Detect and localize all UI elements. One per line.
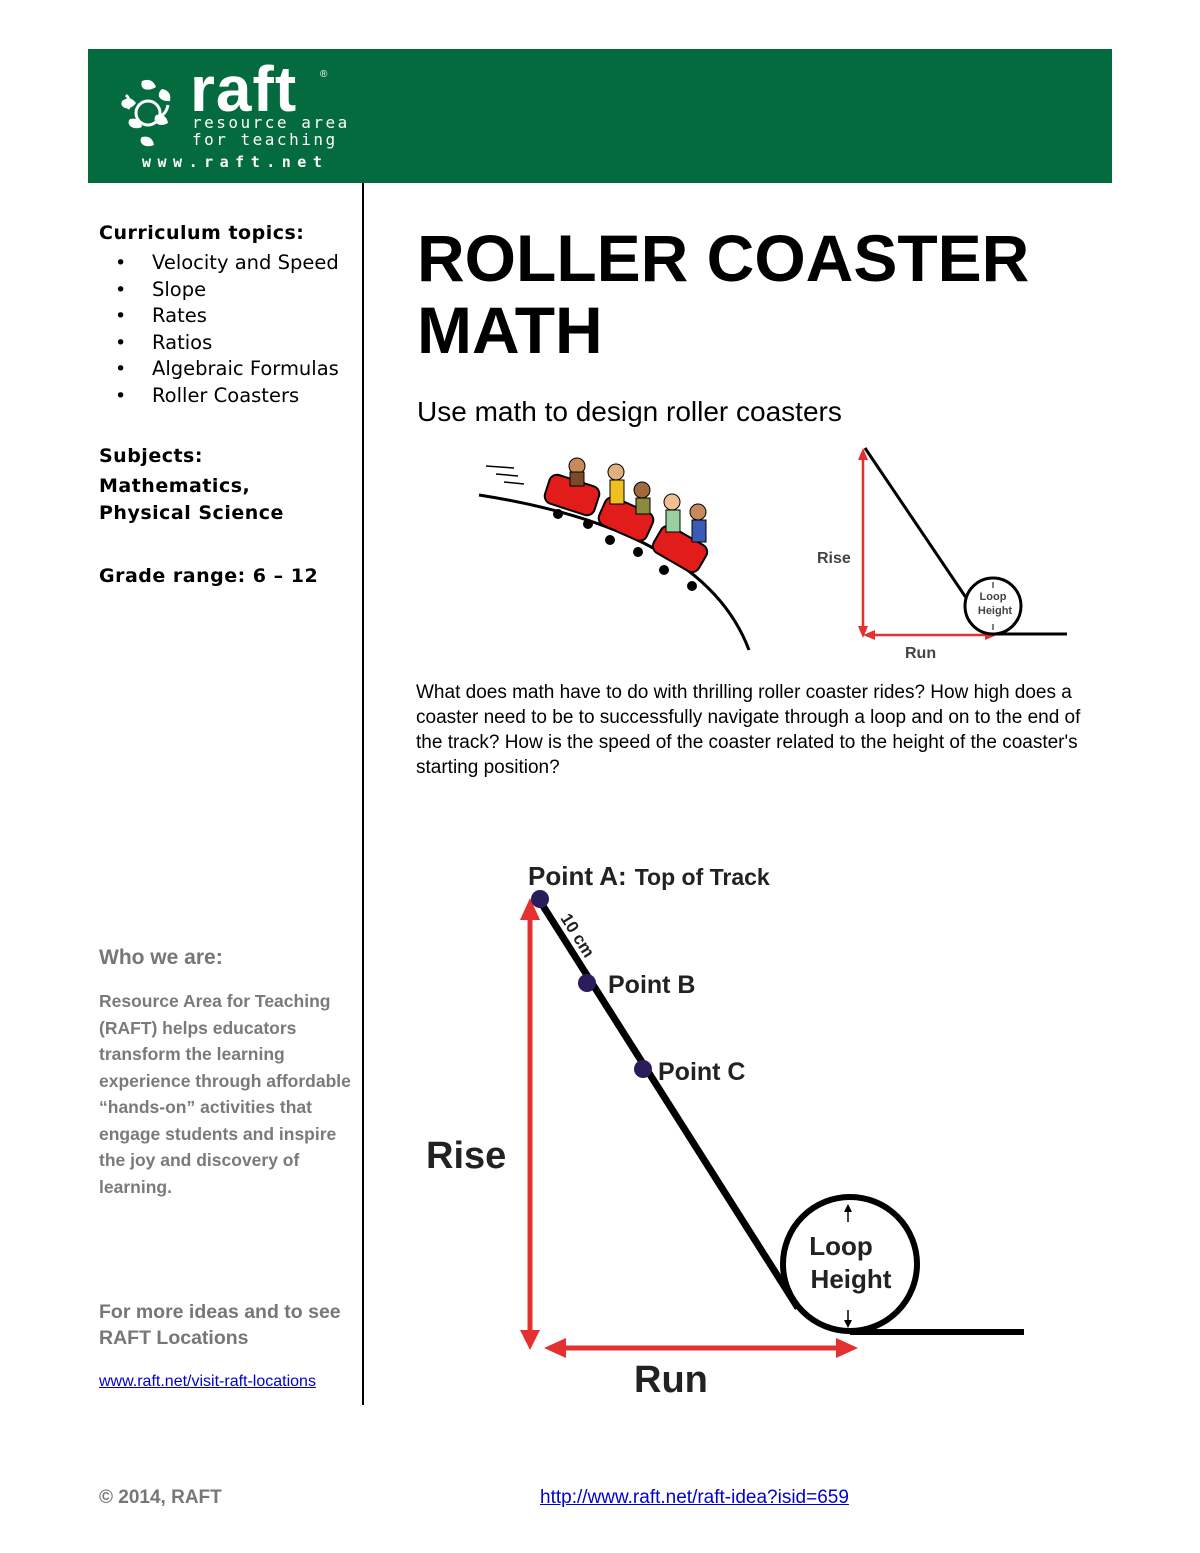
small-loop-label-1: Loop (980, 591, 1007, 603)
topic-item: Velocity and Speed (99, 250, 351, 277)
big-loop-label-2: Height (811, 1264, 892, 1294)
big-loop-label-1: Loop (809, 1231, 873, 1261)
point-a-label: Point A: Top of Track (528, 861, 770, 891)
topic-item: Rates (99, 303, 351, 330)
point-a-label-rest: Top of Track (635, 864, 770, 890)
page-subtitle: Use math to design roller coasters (417, 396, 842, 427)
registered-mark: ® (320, 69, 328, 80)
big-slope-track (535, 896, 801, 1310)
coaster-car-2 (597, 463, 655, 557)
grade-range: Grade range: 6 – 12 (99, 565, 319, 587)
coaster-car-3 (651, 493, 709, 591)
idea-url-link[interactable]: http://www.raft.net/raft-idea?isid=659 (540, 1487, 849, 1508)
intro-paragraph: What does math have to do with thrilling… (416, 682, 1081, 778)
big-rise-label: Rise (426, 1135, 506, 1177)
topics-heading: Curriculum topics: (99, 222, 305, 244)
point-a-label-bold: Point A: (528, 861, 627, 891)
title-line-1: ROLLER COASTER (417, 221, 1030, 295)
title-line-2: MATH (417, 293, 603, 367)
small-slope-diagram: Rise Run Loop Height (817, 447, 1067, 662)
point-b-marker (578, 974, 596, 992)
slope-track (863, 447, 975, 609)
logo-wordmark: raft (190, 53, 298, 125)
who-text: Resource Area for Teaching (RAFT) helps … (99, 991, 351, 1197)
roller-coaster-cartoon (478, 457, 751, 651)
topic-item: Roller Coasters (99, 383, 351, 410)
small-rise-label: Rise (817, 550, 851, 567)
page-title: ROLLER COASTER MATH (417, 222, 1029, 366)
topic-item: Ratios (99, 330, 351, 357)
speed-lines-icon (485, 465, 525, 485)
big-run-label: Run (634, 1359, 708, 1401)
point-c-marker (634, 1060, 652, 1078)
point-b-label: Point B (608, 971, 696, 999)
copyright: © 2014, RAFT (99, 1487, 222, 1508)
header-banner: raft ® resource area for teaching www.ra… (88, 49, 1112, 183)
logo-tagline-1: resource area (192, 113, 350, 132)
sidebar: Curriculum topics: Velocity and Speed Sl… (99, 222, 351, 590)
point-c-label: Point C (658, 1058, 746, 1086)
raft-locations-link[interactable]: www.raft.net/visit-raft-locations (99, 1373, 316, 1390)
small-loop-label-2: Height (978, 605, 1013, 617)
point-a-marker (531, 890, 549, 908)
more-ideas-text: For more ideas and to see RAFT Locations (99, 1301, 341, 1349)
who-we-are: Who we are: Resource Area for Teaching (… (99, 946, 351, 1200)
small-run-label: Run (905, 645, 936, 662)
logo-tagline-2: for teaching (192, 130, 338, 149)
logo-url: www.raft.net (142, 153, 329, 171)
column-divider (362, 183, 364, 1405)
subjects-line-1: Mathematics, (99, 475, 251, 497)
coaster-car-1 (543, 457, 601, 529)
topic-item: Slope (99, 277, 351, 304)
who-heading: Who we are: (99, 946, 223, 969)
topic-item: Algebraic Formulas (99, 356, 351, 383)
subjects-heading: Subjects: (99, 445, 203, 467)
subjects-line-2: Physical Science (99, 502, 284, 524)
raft-hands-logo-icon (121, 79, 171, 147)
topics-list: Velocity and Speed Slope Rates Ratios Al… (99, 250, 351, 409)
big-slope-diagram: Point A:Top of Track 10 cm Point B Point… (426, 861, 1024, 1401)
